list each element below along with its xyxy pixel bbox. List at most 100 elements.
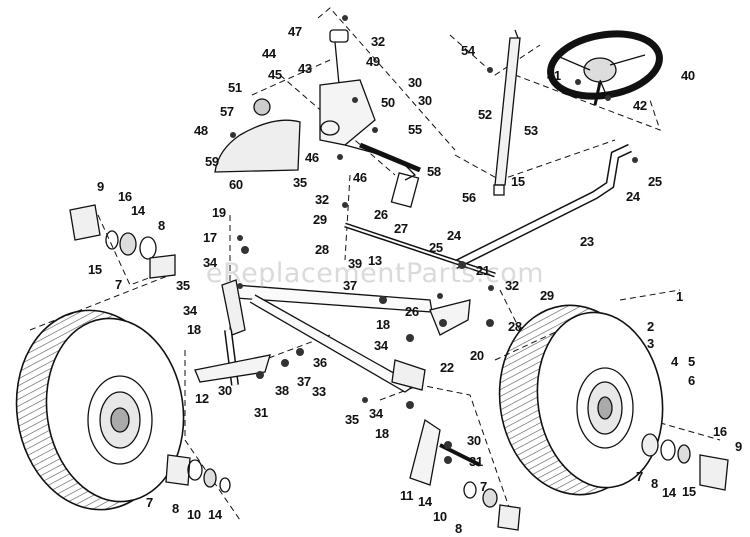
callout-7: 7 (480, 479, 487, 494)
callout-38: 38 (275, 383, 289, 398)
callout-12: 12 (195, 391, 209, 406)
callout-26: 26 (374, 207, 388, 222)
left-hub-parts (69, 204, 176, 279)
callout-43: 43 (298, 61, 312, 76)
callout-29: 29 (313, 212, 327, 227)
callout-16: 16 (713, 424, 727, 439)
callout-49: 49 (366, 54, 380, 69)
callout-23: 23 (580, 234, 594, 249)
callout-7: 7 (115, 277, 122, 292)
callout-27: 27 (394, 221, 408, 236)
callout-18: 18 (187, 322, 201, 337)
callout-9: 9 (97, 179, 104, 194)
callout-46: 46 (353, 170, 367, 185)
callout-14: 14 (662, 485, 676, 500)
left-spindle (194, 329, 271, 386)
callout-35: 35 (176, 278, 190, 293)
right-spindle (409, 418, 481, 486)
callout-42: 42 (633, 98, 647, 113)
callout-34: 34 (203, 255, 217, 270)
callout-36: 36 (313, 355, 327, 370)
callout-44: 44 (262, 46, 276, 61)
callout-26: 26 (405, 304, 419, 319)
callout-18: 18 (376, 317, 390, 332)
callout-20: 20 (470, 348, 484, 363)
callout-8: 8 (651, 476, 658, 491)
callout-10: 10 (433, 509, 447, 524)
callout-34: 34 (183, 303, 197, 318)
callout-45: 45 (268, 67, 282, 82)
callout-8: 8 (172, 501, 179, 516)
left-wheel (15, 309, 185, 511)
callout-11: 11 (400, 488, 414, 503)
callout-32: 32 (505, 278, 519, 293)
callout-8: 8 (455, 521, 462, 536)
callout-37: 37 (297, 374, 311, 389)
callout-34: 34 (374, 338, 388, 353)
steering-arm (429, 299, 471, 336)
steering-gear-assembly (319, 29, 421, 208)
callout-19: 19 (212, 205, 226, 220)
assembly-lines (29, 7, 721, 521)
callout-5: 5 (688, 354, 695, 369)
callout-37: 37 (343, 278, 357, 293)
callout-14: 14 (208, 507, 222, 522)
callout-30: 30 (408, 75, 422, 90)
callout-54: 54 (461, 43, 475, 58)
callout-47: 47 (288, 24, 302, 39)
callout-15: 15 (88, 262, 102, 277)
callout-1: 1 (676, 289, 683, 304)
callout-32: 32 (371, 34, 385, 49)
callout-40: 40 (681, 68, 695, 83)
callout-14: 14 (418, 494, 432, 509)
callout-6: 6 (688, 373, 695, 388)
callout-31: 31 (254, 405, 268, 420)
callout-17: 17 (203, 230, 217, 245)
fasteners (230, 15, 638, 464)
callout-28: 28 (315, 242, 329, 257)
callout-58: 58 (427, 164, 441, 179)
callout-9: 9 (735, 439, 742, 454)
callout-57: 57 (220, 104, 234, 119)
callout-29: 29 (540, 288, 554, 303)
watermark: eReplacementParts.com (205, 258, 545, 289)
callout-32: 32 (315, 192, 329, 207)
callout-13: 13 (368, 253, 382, 268)
callout-52: 52 (478, 107, 492, 122)
steering-shaft (493, 29, 521, 196)
callout-30: 30 (418, 93, 432, 108)
callout-41: 41 (547, 68, 561, 83)
callout-15: 15 (511, 174, 525, 189)
callout-39: 39 (348, 256, 362, 271)
gear-part (253, 98, 271, 116)
callout-35: 35 (293, 175, 307, 190)
callout-30: 30 (218, 383, 232, 398)
callout-18: 18 (375, 426, 389, 441)
front-axle (221, 279, 433, 393)
drag-link (452, 143, 632, 270)
callout-10: 10 (187, 507, 201, 522)
right-hub-parts (641, 433, 729, 491)
callout-4: 4 (671, 354, 678, 369)
callout-53: 53 (524, 123, 538, 138)
callout-25: 25 (648, 174, 662, 189)
callout-16: 16 (118, 189, 132, 204)
callout-21: 21 (476, 263, 490, 278)
lower-right-hub-parts (463, 481, 521, 531)
callout-51: 51 (228, 80, 242, 95)
callout-34: 34 (369, 406, 383, 421)
callout-24: 24 (447, 228, 461, 243)
callout-60: 60 (229, 177, 243, 192)
callout-30: 30 (467, 433, 481, 448)
steering-wheel (547, 30, 663, 106)
callout-2: 2 (647, 319, 654, 334)
callout-25: 25 (429, 240, 443, 255)
callout-3: 3 (647, 336, 654, 351)
callout-35: 35 (345, 412, 359, 427)
callout-55: 55 (408, 122, 422, 137)
lower-left-hub-parts (165, 454, 231, 493)
callout-14: 14 (131, 203, 145, 218)
callout-46: 46 (305, 150, 319, 165)
